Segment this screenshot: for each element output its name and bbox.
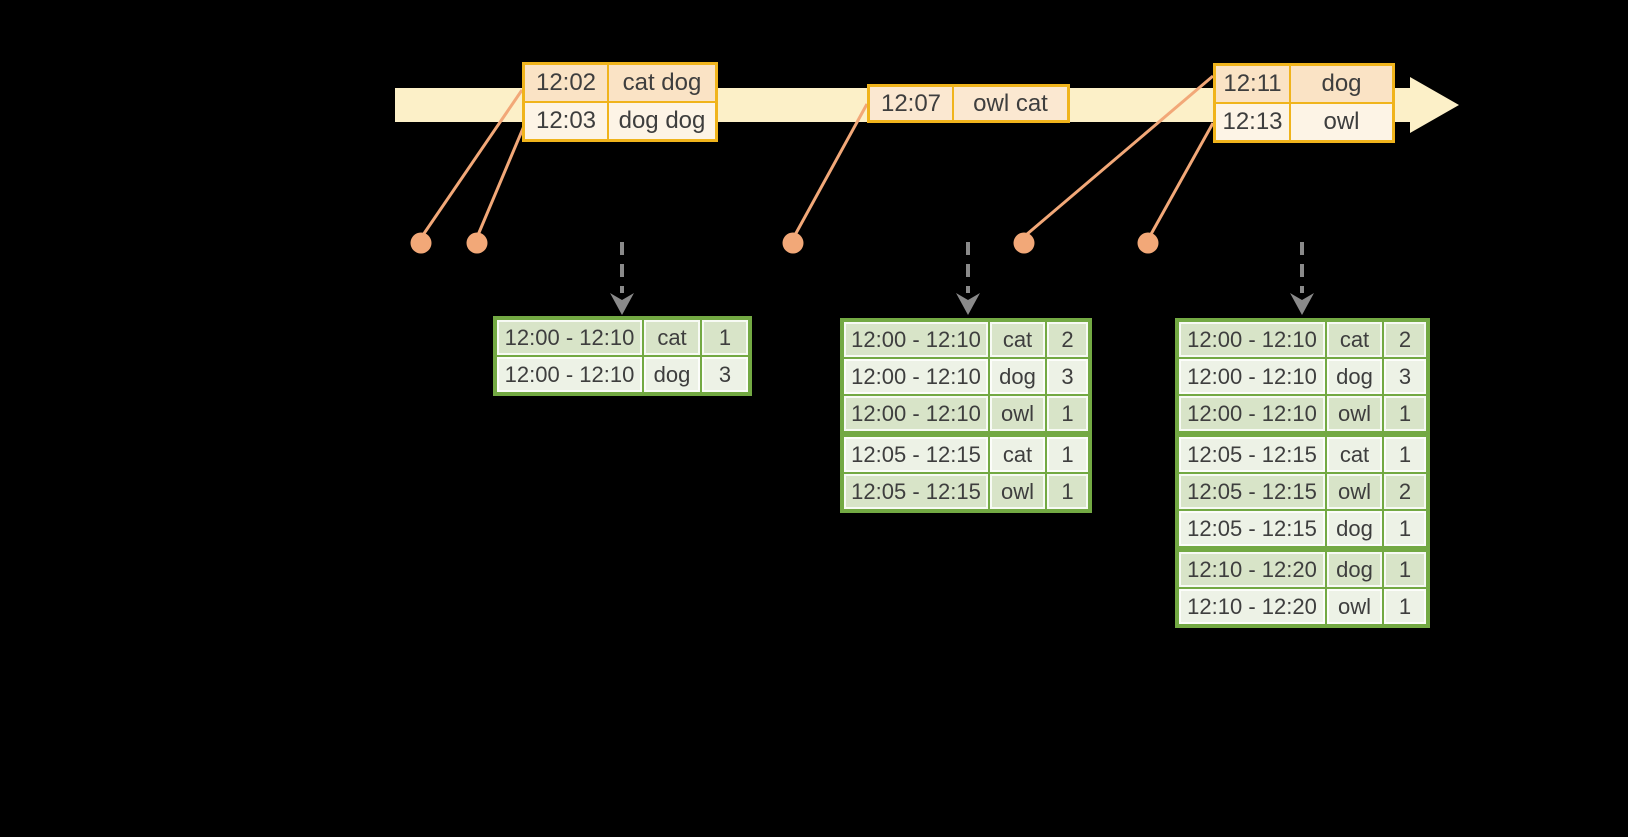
result-window: 12:05 - 12:15 [1179,511,1325,546]
result-word: owl [990,474,1045,509]
result-window: 12:00 - 12:10 [1179,322,1325,357]
result-word: dog [1327,552,1382,587]
result-count: 1 [1384,589,1426,624]
event-time: 12:07 [870,87,952,120]
event-dot [1013,232,1035,254]
result-count: 3 [702,357,748,392]
result-word: owl [990,396,1045,431]
result-window: 12:00 - 12:10 [497,357,642,392]
leader-line [421,89,524,236]
result-count: 2 [1047,322,1088,357]
event-words: owl cat [954,87,1067,120]
result-count: 1 [1047,396,1088,431]
result-word: cat [644,320,700,355]
result-window: 12:05 - 12:15 [1179,437,1325,472]
result-word: owl [1327,396,1382,431]
result-count: 2 [1384,474,1426,509]
result-count: 1 [1047,474,1088,509]
event-dot [782,232,804,254]
result-count: 1 [702,320,748,355]
result-word: owl [1327,589,1382,624]
result-window: 12:00 - 12:10 [844,396,988,431]
result-count: 1 [1384,511,1426,546]
event-dot [466,232,488,254]
result-count: 2 [1384,322,1426,357]
event-leader-lines [421,74,1215,237]
event-words: cat dog [609,65,715,101]
event-dots [410,232,1159,254]
result-window: 12:05 - 12:15 [844,437,988,472]
result-count: 3 [1047,359,1088,394]
result-word: dog [1327,511,1382,546]
event-time: 12:11 [1216,66,1289,102]
result-count: 3 [1384,359,1426,394]
result-word: cat [990,437,1045,472]
result-window: 12:10 - 12:20 [1179,589,1325,624]
result-word: cat [990,322,1045,357]
result-word: dog [1327,359,1382,394]
result-word: cat [1327,322,1382,357]
leader-line [1025,74,1214,237]
result-window: 12:00 - 12:10 [497,320,642,355]
result-count: 1 [1047,437,1088,472]
result-window: 12:00 - 12:10 [844,359,988,394]
result-word: dog [644,357,700,392]
result-window: 12:05 - 12:15 [1179,474,1325,509]
result-count: 1 [1384,396,1426,431]
event-words: owl [1291,104,1392,140]
leader-line [1148,122,1215,237]
event-words: dog [1291,66,1392,102]
trigger-arrows [610,242,1314,315]
trigger-arrowhead-icon [610,293,634,315]
trigger-arrowhead-icon [1290,293,1314,315]
result-count: 1 [1384,437,1426,472]
result-window: 12:10 - 12:20 [1179,552,1325,587]
timeline-arrowhead-icon [1410,77,1459,133]
event-dot [1137,232,1159,254]
result-window: 12:00 - 12:10 [1179,396,1325,431]
result-word: dog [990,359,1045,394]
result-word: owl [1327,474,1382,509]
event-time: 12:13 [1216,104,1289,140]
result-word: cat [1327,437,1382,472]
leader-line [476,125,526,236]
result-window: 12:00 - 12:10 [844,322,988,357]
event-words: dog dog [609,103,715,139]
result-window: 12:05 - 12:15 [844,474,988,509]
event-time: 12:03 [525,103,607,139]
leader-line [793,103,869,236]
event-time: 12:02 [525,65,607,101]
result-count: 1 [1384,552,1426,587]
trigger-arrowhead-icon [956,293,980,315]
event-dot [410,232,432,254]
result-window: 12:00 - 12:10 [1179,359,1325,394]
